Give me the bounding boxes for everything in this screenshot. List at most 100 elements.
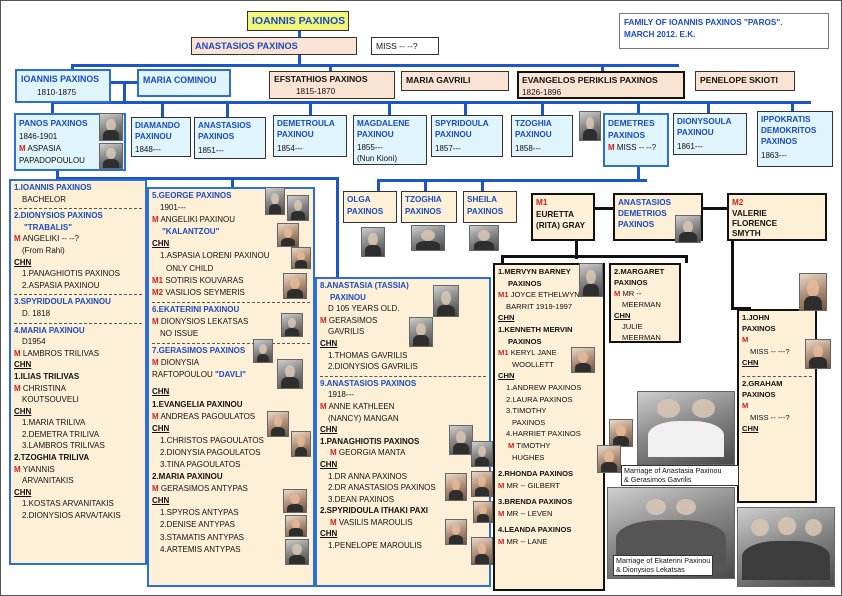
descendant-detail: 2.DENISE ANTYPAS	[160, 520, 235, 530]
ekaterini-portrait-image	[281, 313, 303, 337]
descendant-name: PAXINOS	[742, 390, 776, 400]
children-label: CHN	[14, 406, 32, 416]
descendant-detail: 3.TIMOTHY	[506, 406, 547, 416]
demetres-node[interactable]: DEMETRES PAXINOS M MISS -- --?	[603, 113, 669, 167]
anastasios-spouse-node[interactable]: MISS -- --?	[371, 37, 439, 55]
children-label: CHN	[742, 357, 759, 367]
descendant-detail: NO ISSUE	[160, 329, 199, 339]
connector	[731, 241, 734, 309]
marriage-marker: M	[14, 464, 21, 474]
root-node[interactable]: IOANNIS PAXINOS	[247, 11, 349, 31]
anastasios-1851-node[interactable]: ANASTASIOS PAXINOS 1851---	[194, 117, 266, 159]
descendant-detail: 1.THOMAS GAVRILIS	[328, 350, 408, 360]
caption-line: & Gerasimos Gavrilis	[624, 474, 692, 484]
marriage-marker: M	[152, 411, 159, 421]
valerie-smyth-node[interactable]: M2 VALERIE FLORENCE SMYTH	[727, 193, 827, 241]
spouse-name: MR -- LEVEN	[506, 508, 553, 518]
marriage-marker: M2	[152, 287, 164, 297]
marriage-marker: M	[330, 448, 337, 458]
children-label: CHN	[320, 459, 338, 469]
descendant-name: PAXINOS	[614, 278, 648, 287]
penelope-node[interactable]: PENELOPE SKIOTI	[695, 71, 795, 91]
dionysios-lekatsas-portrait-image	[253, 339, 273, 363]
tzoghia-1858-node[interactable]: TZOGHIA PAXINOU 1858---	[511, 115, 573, 157]
maria-cominou-node[interactable]: MARIA COMINOU	[137, 69, 231, 97]
magdalene-node[interactable]: MAGDALENE PAXINOU 1855--- (Nun Kioni)	[353, 115, 427, 165]
marriage-marker: M	[152, 316, 159, 326]
connector	[298, 54, 301, 66]
descendant-name: 2.MARIA PAXINOU	[152, 472, 223, 482]
demetroula-node[interactable]: DEMETROULA PAXINOU 1854---	[273, 115, 347, 157]
euretta-gray-node[interactable]: M1 EURETTA (RITA) GRAY	[531, 193, 595, 241]
spouse-line: M CHRISTINA	[14, 384, 142, 396]
person-name: PAXINOS	[198, 132, 235, 141]
marriage-marker: M	[320, 401, 327, 411]
tzoghia-paxinos-node[interactable]: TZOGHIA PAXINOS	[401, 191, 457, 223]
descendant-detail: 2.DR ANASTASIOS PAXINOS	[328, 483, 436, 493]
dionysoula-node[interactable]: DIONYSOULA PAXINOU 1861---	[673, 113, 747, 155]
person-name: DEMOKRITOS	[761, 126, 817, 135]
efstathios-node[interactable]: EFSTATHIOS PAXINOS 1815-1870	[269, 71, 395, 99]
kenneth-portrait-image	[571, 347, 595, 373]
spouse-name: VASILIOS SEYMERIS	[165, 287, 245, 297]
spouse-name: FLORENCE	[732, 219, 778, 228]
antypas-child-portrait-image	[285, 539, 309, 565]
connector	[71, 64, 74, 72]
descendant-detail: MISS -- ---?	[750, 412, 790, 422]
spouse-name: ANGELIKI -- --?	[22, 234, 79, 244]
descendant-detail: MEERMAN	[622, 300, 661, 309]
person-name: PAXINOU	[515, 130, 552, 139]
ioannis-node[interactable]: IOANNIS PAXINOS 1810-1875	[15, 69, 111, 103]
section-divider	[152, 343, 310, 345]
spyridoula-node[interactable]: SPYRIDOULA PAXINOU 1857---	[431, 115, 503, 157]
nickname: "DAVLI"	[214, 370, 246, 380]
spouse-name: GERASIMOS ANTYPAS	[160, 484, 248, 494]
panaghiotis-portrait-image	[445, 473, 467, 501]
marriage-marker: M	[152, 358, 159, 368]
marriage-marker: M	[508, 440, 515, 450]
marriage-marker: M1	[152, 275, 164, 285]
anastasios-node[interactable]: ANASTASIOS PAXINOS	[191, 37, 357, 55]
descendant-name: PAXINOS	[508, 278, 542, 288]
spacer	[742, 369, 812, 374]
marriage-marker: M1	[498, 348, 509, 358]
spouse-name: RAFTOPOULOU	[152, 370, 215, 380]
sheila-node[interactable]: SHEILA PAXINOS	[463, 191, 517, 223]
children-label: CHN	[152, 239, 170, 249]
person-name: IOANNIS PAXINOS	[21, 74, 100, 84]
ippokratis-node[interactable]: IPPOKRATIS DEMOKRITOS PAXINOS 1863---	[757, 111, 833, 167]
connector	[56, 171, 59, 179]
spouse-name: ASPASIA	[27, 144, 62, 153]
marriage-marker: M	[330, 517, 337, 527]
andreas-portrait-image	[291, 431, 311, 457]
descendant-name: 1.ILIAS TRILIVAS	[14, 371, 80, 381]
georgia-manta-portrait-image	[471, 471, 493, 497]
maria-gavrili-node[interactable]: MARIA GAVRILI	[401, 71, 509, 91]
spouse-line: M ANDREAS PAGOULATOS	[152, 412, 310, 424]
person-name: PAXINOU	[677, 128, 714, 137]
person-years: 1857---	[435, 144, 461, 153]
spouse-name: MR --	[622, 289, 642, 298]
descendant-name: PAXINOS	[742, 324, 776, 334]
person-name: PAXINOU	[277, 130, 314, 139]
descendant-detail: ONLY CHILD	[166, 263, 214, 273]
diamando-node[interactable]: DIAMANDO PAXINOU 1848---	[131, 117, 191, 157]
person-years: 1848---	[135, 145, 161, 154]
person-name: PAXINOU	[135, 132, 172, 141]
olga-node[interactable]: OLGA PAXINOS	[343, 191, 397, 223]
spouse-line: M ANGELIKI PAXINOU	[152, 215, 310, 227]
marriage-marker: M1	[536, 198, 548, 207]
connector	[123, 81, 126, 103]
descendant-detail: 1918---	[328, 390, 354, 400]
person-name: PAXINOS	[618, 220, 655, 229]
evangelos-node[interactable]: EVANGELOS PERIKLIS PAXINOS 1826-1896	[517, 71, 685, 99]
descendant-detail: MISS -- ---?	[750, 346, 790, 356]
descendant-detail: GAVRILIS	[328, 327, 365, 337]
spouse-name: SOTIRIS KOUVARAS	[165, 275, 244, 285]
marriage-marker: M	[498, 508, 505, 518]
descendant-name: 1.PANAGHIOTIS PAXINOS	[320, 436, 420, 446]
brenda-portrait-image	[597, 445, 621, 473]
descendant-name: 2.DIONYSIOS PAXINOS	[14, 211, 103, 221]
